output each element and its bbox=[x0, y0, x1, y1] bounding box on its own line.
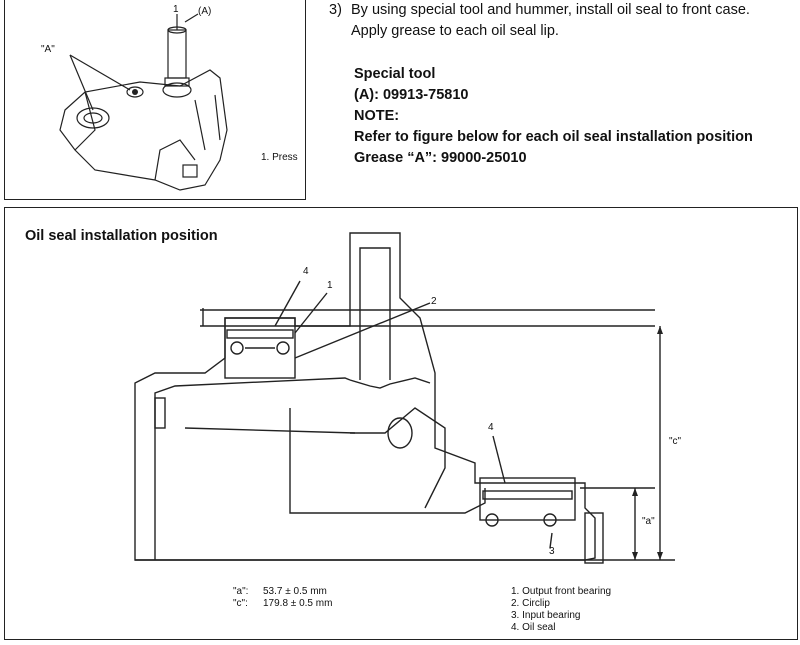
legend-item: 1. Output front bearing bbox=[511, 586, 612, 597]
step-number: 3) bbox=[329, 2, 342, 18]
callout-circlip: 2 bbox=[431, 296, 437, 307]
dimension-values: "a":53.7 ± 0.5 mm "c":179.8 ± 0.5 mm bbox=[233, 586, 332, 610]
press-illustration-frame: 1 (A) "A" 1. Press bbox=[4, 0, 306, 200]
callout-input-bearing: 3 bbox=[549, 546, 555, 557]
special-tool-value: (A): 09913-75810 bbox=[354, 87, 469, 103]
callout-output-front-bearing: 1 bbox=[327, 280, 333, 291]
front-case-press-drawing bbox=[59, 13, 228, 191]
instruction-line-2: Apply grease to each oil seal lip. bbox=[351, 23, 559, 39]
callout-grease-a: "A" bbox=[41, 44, 55, 55]
special-tool-heading: Special tool bbox=[354, 66, 436, 82]
legend-item: 2. Circlip bbox=[511, 598, 550, 609]
oil-seal-cross-section-drawing bbox=[134, 232, 675, 564]
callout-a: (A) bbox=[198, 6, 212, 17]
figure-title: Oil seal installation position bbox=[25, 228, 218, 244]
callout-lower-oil-seal: 4 bbox=[488, 422, 494, 433]
instruction-line-1: By using special tool and hummer, instal… bbox=[351, 2, 750, 18]
legend-item: 3. Input bearing bbox=[511, 610, 581, 621]
specification-block: Special tool (A): 09913-75810 NOTE: Refe… bbox=[354, 64, 753, 169]
callout-upper-oil-seal: 4 bbox=[303, 266, 309, 277]
grease-spec: Grease “A”: 99000-25010 bbox=[354, 150, 527, 166]
parts-legend: 1. Output front bearing 2. Circlip 3. In… bbox=[511, 586, 611, 634]
dimension-row: "c":179.8 ± 0.5 mm bbox=[233, 598, 333, 609]
note-text: Refer to figure below for each oil seal … bbox=[354, 129, 753, 145]
dimension-a-label: "a" bbox=[642, 516, 655, 527]
press-legend: 1. Press bbox=[261, 152, 298, 163]
oil-seal-position-frame: Oil seal installation position bbox=[4, 207, 798, 640]
dimension-c-label: "c" bbox=[669, 436, 682, 447]
dimension-row: "a":53.7 ± 0.5 mm bbox=[233, 586, 327, 597]
callout-1: 1 bbox=[173, 4, 179, 15]
legend-item: 4. Oil seal bbox=[511, 622, 556, 633]
note-heading: NOTE: bbox=[354, 108, 400, 124]
